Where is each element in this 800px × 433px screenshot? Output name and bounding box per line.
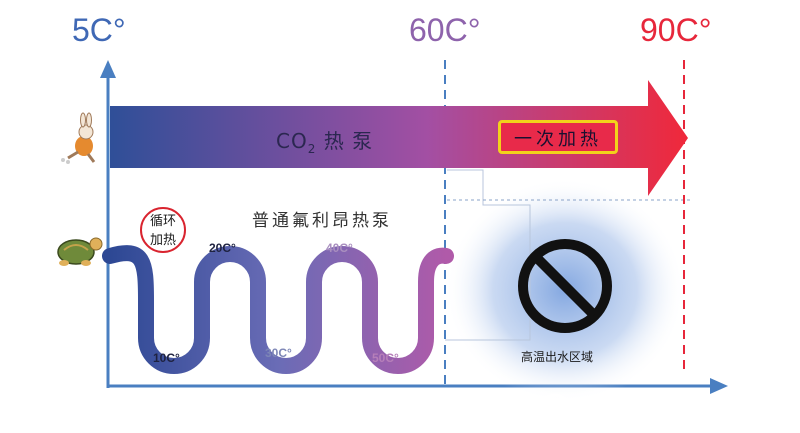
- co2-label-prefix: CO: [276, 129, 308, 153]
- co2-heat-pump-arrow: [110, 80, 688, 196]
- turtle-icon: [57, 237, 103, 266]
- wave-temp-40c: 40C°: [326, 241, 353, 255]
- co2-heat-pump-label: CO2 热 泵: [276, 125, 373, 156]
- circle-label-line2: 加热: [149, 233, 176, 248]
- wave-temp-30c: 30C°: [265, 346, 292, 360]
- x-axis-arrowhead: [710, 378, 728, 394]
- circulation-wave: [102, 245, 454, 374]
- single-heating-badge: 一次加热: [498, 120, 618, 154]
- freon-heat-pump-label: 普通氟利昂热泵: [252, 211, 392, 231]
- high-temp-outlet-zone-label: 高温出水区域: [521, 350, 594, 364]
- circulation-heating-badge: 循环 加热: [140, 207, 186, 253]
- wave-temp-20c: 20C°: [209, 241, 236, 255]
- wave-temp-10c: 10C°: [153, 351, 180, 365]
- circle-label-line1: 循环: [149, 214, 176, 229]
- y-axis-arrowhead: [100, 60, 116, 78]
- glow-arc: [533, 393, 577, 411]
- co2-label-suffix: 热 泵: [316, 129, 374, 153]
- step-guide: [445, 169, 531, 341]
- prohibited-icon: [518, 239, 612, 333]
- rabbit-icon: [61, 112, 96, 164]
- co2-label-subscript: 2: [307, 142, 317, 156]
- wave-temp-50c: 50C°: [372, 351, 399, 365]
- temp-label-5c: 5C°: [72, 12, 126, 48]
- temp-label-90c: 90C°: [640, 12, 712, 48]
- temp-label-60c: 60C°: [409, 12, 481, 48]
